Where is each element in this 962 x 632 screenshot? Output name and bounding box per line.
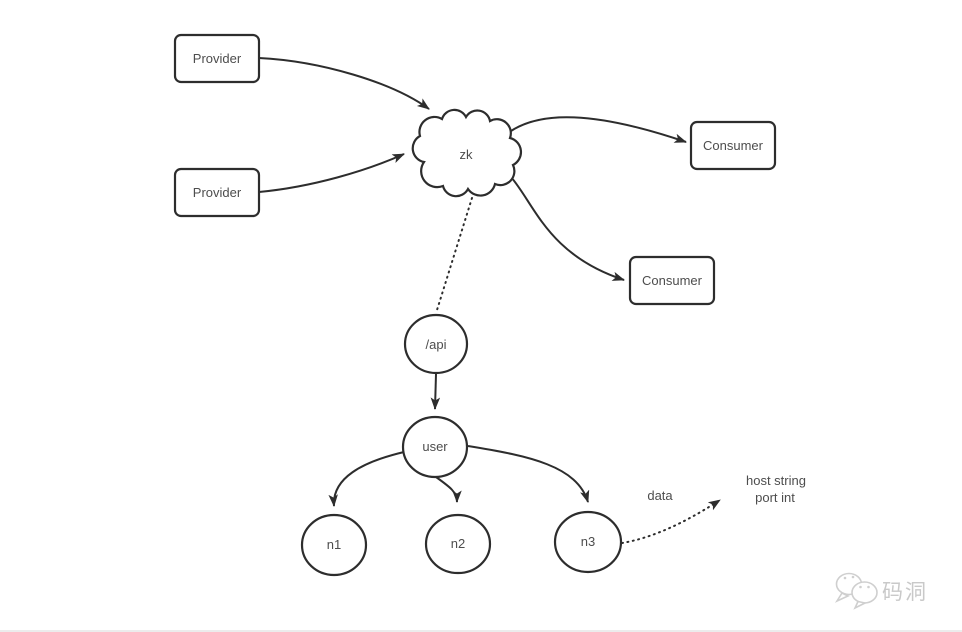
n3-label: n3: [581, 534, 595, 549]
n1-label: n1: [327, 537, 341, 552]
n1-node: [300, 513, 368, 577]
api-node: [403, 313, 469, 375]
edge-zk-to-api-dotted: [436, 197, 473, 311]
provider1-label: Provider: [193, 51, 242, 66]
data-edge-label: data: [647, 488, 673, 503]
edge-user-to-n2: [435, 476, 462, 503]
api-label: /api: [426, 337, 447, 352]
provider2-label: Provider: [193, 185, 242, 200]
consumer1-node: [689, 120, 777, 171]
edge-user-to-n1: [328, 451, 405, 507]
provider2-node: [173, 167, 261, 218]
n2-node: [424, 513, 492, 575]
edge-provider2-to-zk: [258, 153, 405, 193]
consumer1-label: Consumer: [703, 138, 764, 153]
edge-n3-to-host-dotted: [621, 499, 721, 544]
edge-zk-to-consumer1: [510, 116, 687, 143]
watermark-text: 码洞: [882, 581, 928, 604]
zk-cloud-label: zk: [460, 147, 474, 162]
n2-label: n2: [451, 536, 465, 551]
consumer2-node: [628, 255, 716, 306]
n3-node: [553, 510, 623, 574]
provider1-node: [173, 33, 261, 84]
watermark: 码洞: [834, 572, 928, 610]
zk-cloud-node: [411, 108, 522, 198]
host-annotation-line1: host string: [746, 473, 806, 488]
edge-provider1-to-zk: [258, 57, 430, 110]
user-label: user: [422, 439, 448, 454]
host-annotation-line2: port int: [755, 490, 795, 505]
edge-api-to-user: [430, 373, 441, 410]
edge-zk-to-consumer2: [510, 176, 625, 281]
edge-user-to-n3: [467, 445, 590, 503]
user-node: [401, 415, 469, 479]
consumer2-label: Consumer: [642, 273, 703, 288]
wechat-chat-bubbles-icon: [834, 572, 878, 610]
